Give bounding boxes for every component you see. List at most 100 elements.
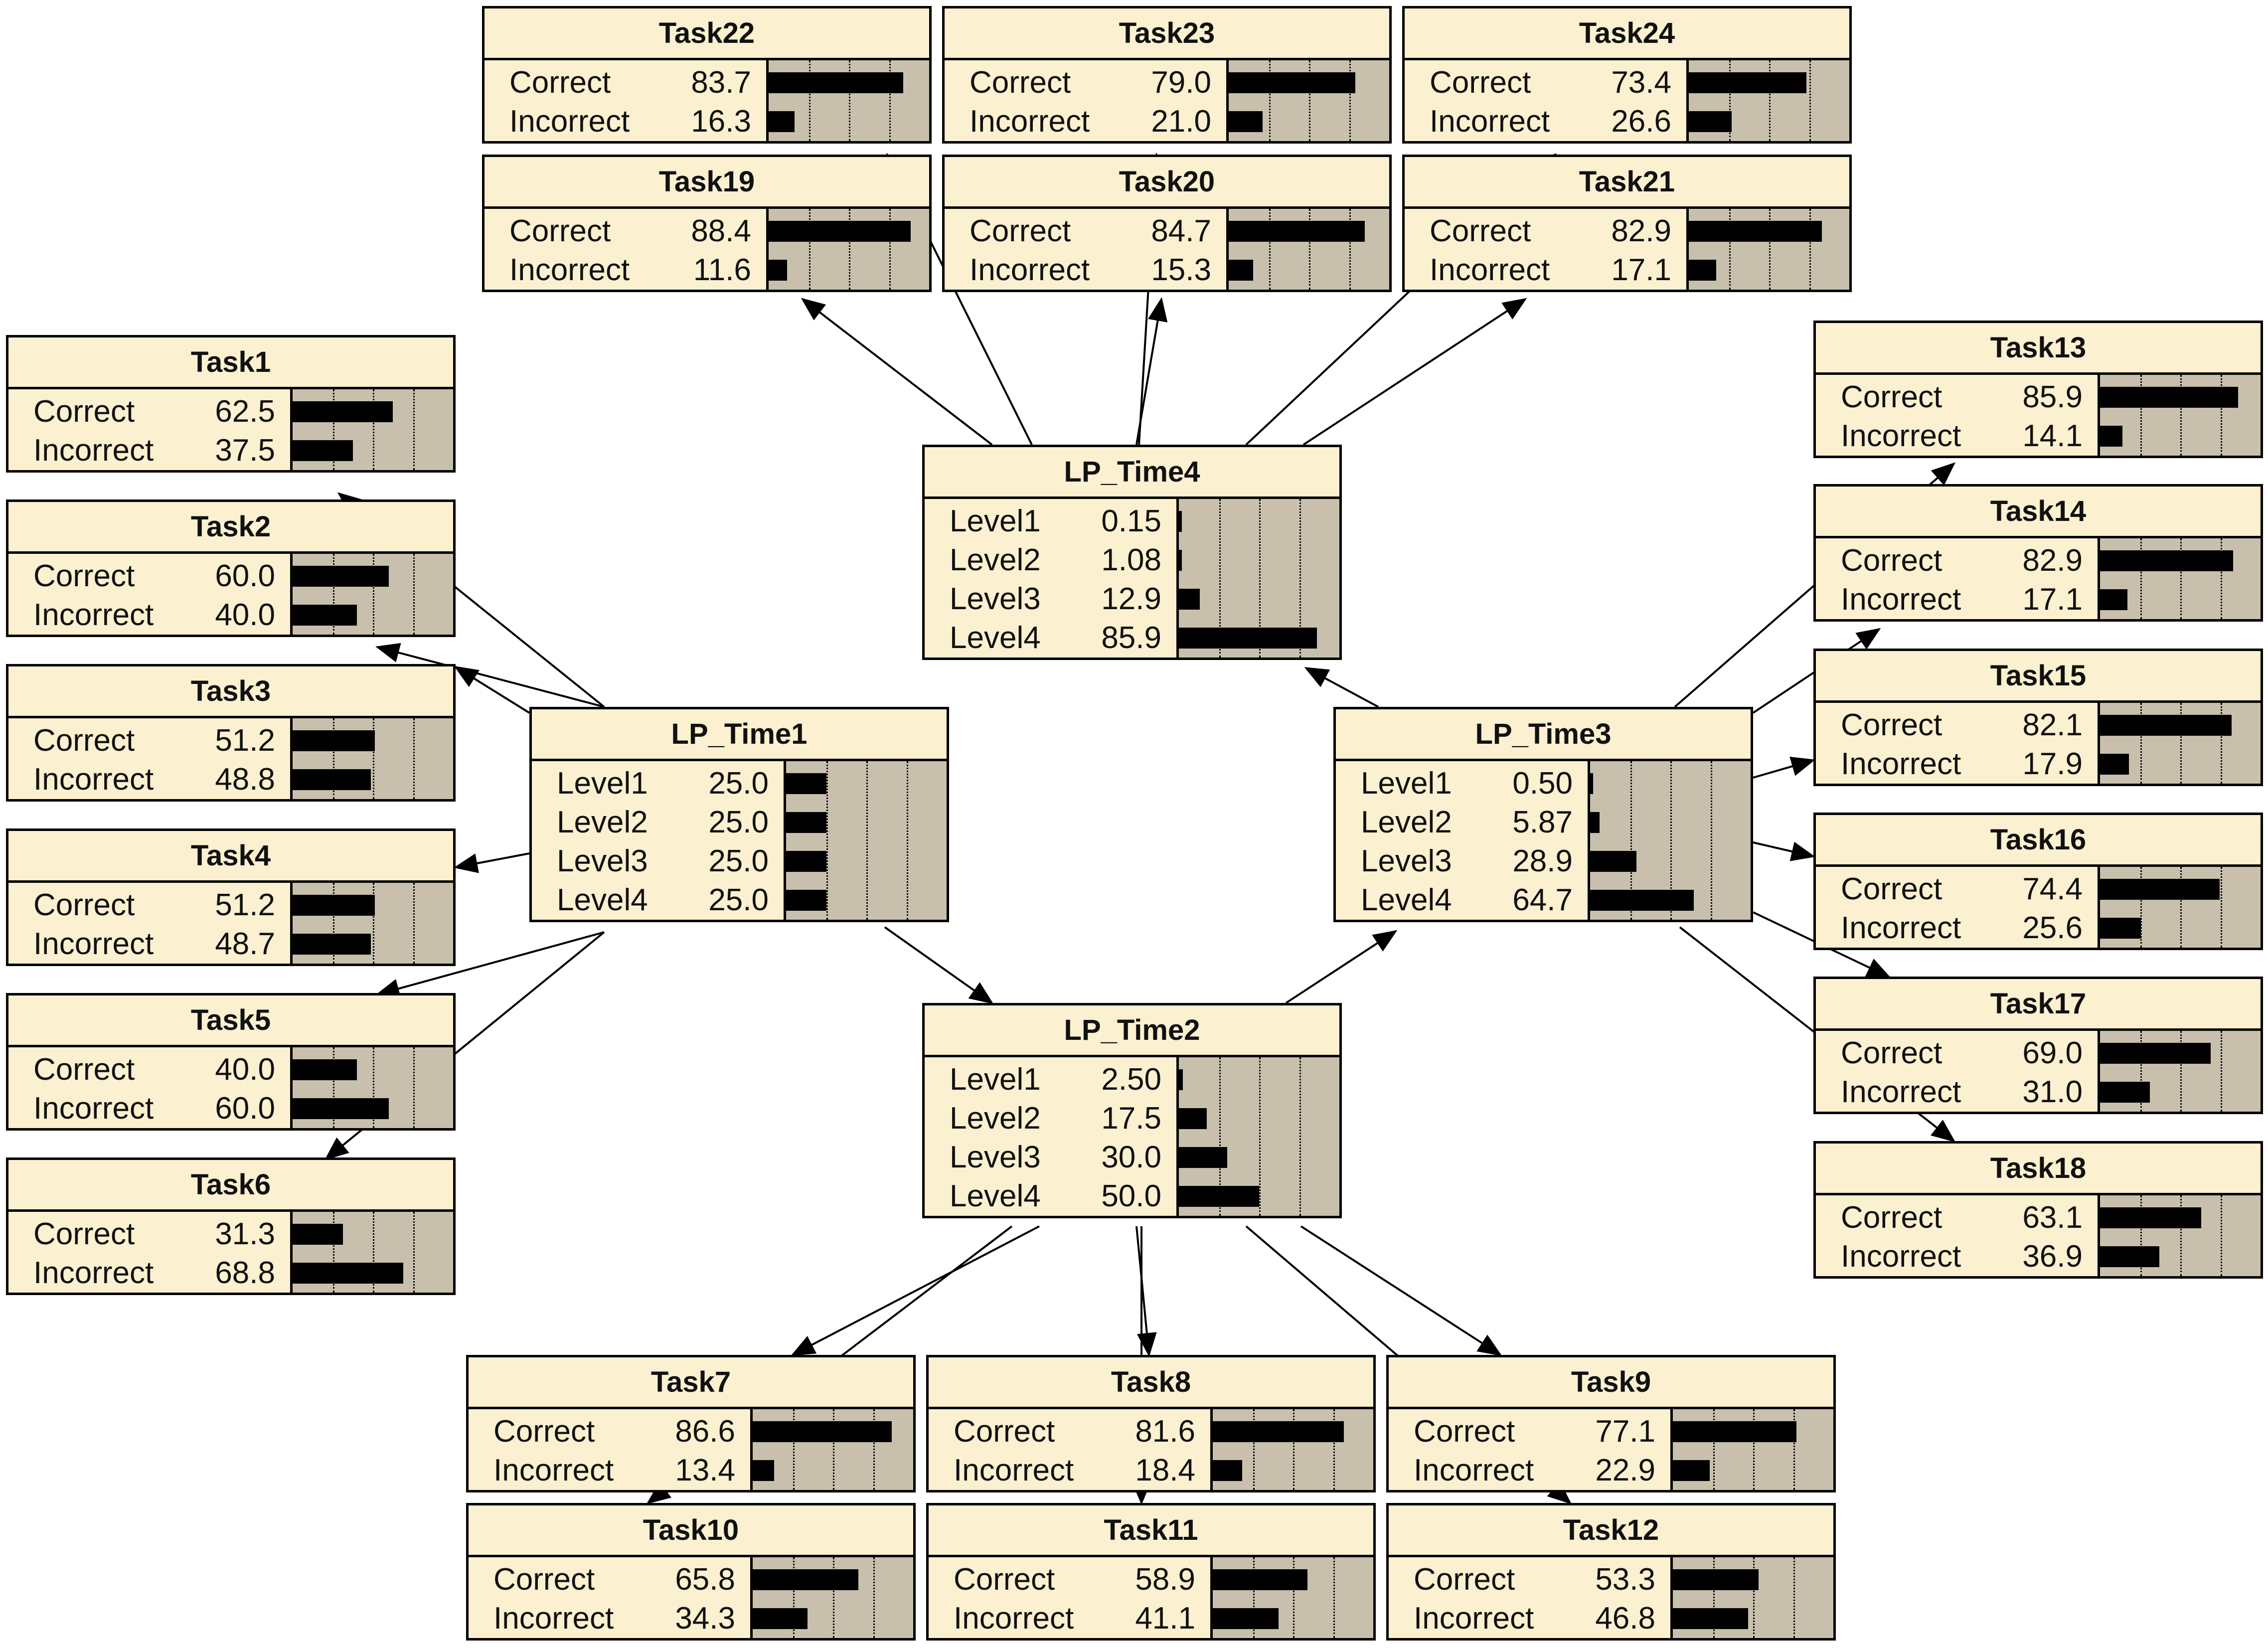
state-label: Incorrect: [509, 253, 630, 287]
state-value: 11.6: [693, 253, 751, 287]
state-value: 0.50: [1512, 766, 1573, 801]
probability-bar: [2100, 715, 2232, 736]
state-row-correct: Correct 51.2: [8, 886, 453, 925]
probability-bar-panel: [2098, 375, 2261, 456]
state-label: Correct: [33, 888, 135, 922]
state-value: 31.0: [2022, 1075, 2083, 1109]
grid-line: [2180, 1195, 2182, 1276]
state-label: Incorrect: [1430, 104, 1550, 139]
state-value: 25.0: [708, 766, 769, 801]
state-label: Correct: [33, 559, 135, 593]
probability-bar: [293, 605, 357, 626]
grid-line: [2221, 703, 2222, 784]
grid-line: [333, 554, 334, 635]
grid-line: [373, 554, 374, 635]
grid-line: [1769, 209, 1771, 290]
state-value: 65.8: [675, 1562, 735, 1597]
state-label: Incorrect: [1841, 747, 1961, 781]
grid-line: [1293, 1409, 1295, 1490]
state-label: Correct: [1414, 1562, 1515, 1597]
probability-bar: [1689, 72, 1806, 93]
node-title: Task9: [1389, 1357, 1833, 1409]
probability-bar-panel: [2098, 703, 2261, 784]
grid-line: [413, 1212, 415, 1293]
state-row-level2: Level2 25.0: [532, 803, 947, 842]
state-label: Level2: [557, 805, 648, 839]
state-label: Correct: [493, 1414, 595, 1449]
grid-line: [2180, 867, 2182, 948]
state-value: 51.2: [215, 888, 275, 922]
state-label: Incorrect: [970, 104, 1090, 139]
state-value: 60.0: [215, 559, 275, 593]
state-label: Incorrect: [33, 598, 154, 632]
grid-line: [333, 1047, 334, 1128]
state-label: Level4: [950, 621, 1041, 655]
probability-bar: [769, 111, 795, 132]
probability-bar: [2100, 550, 2233, 571]
grid-line: [1769, 60, 1771, 141]
grid-line: [849, 209, 850, 290]
state-label: Correct: [33, 1217, 135, 1251]
state-value: 84.7: [1151, 214, 1211, 248]
state-value: 40.0: [215, 1052, 275, 1087]
grid-line: [333, 883, 334, 964]
probability-bar: [2100, 387, 2238, 408]
state-label: Correct: [509, 214, 611, 248]
node-title: Task22: [485, 8, 929, 60]
state-label: Level4: [950, 1179, 1041, 1213]
grid-line: [373, 1212, 374, 1293]
state-value: 82.1: [2022, 708, 2083, 742]
probability-bar-panel: [290, 554, 453, 635]
state-label: Level3: [557, 844, 648, 878]
grid-line: [1670, 761, 1672, 920]
edge-lp-time4-to-task19: [801, 298, 993, 446]
state-value: 25.0: [708, 805, 769, 839]
state-value: 82.9: [2022, 543, 2083, 578]
state-label: Incorrect: [1430, 253, 1550, 287]
grid-line: [1729, 209, 1731, 290]
probability-bar: [2100, 426, 2122, 447]
